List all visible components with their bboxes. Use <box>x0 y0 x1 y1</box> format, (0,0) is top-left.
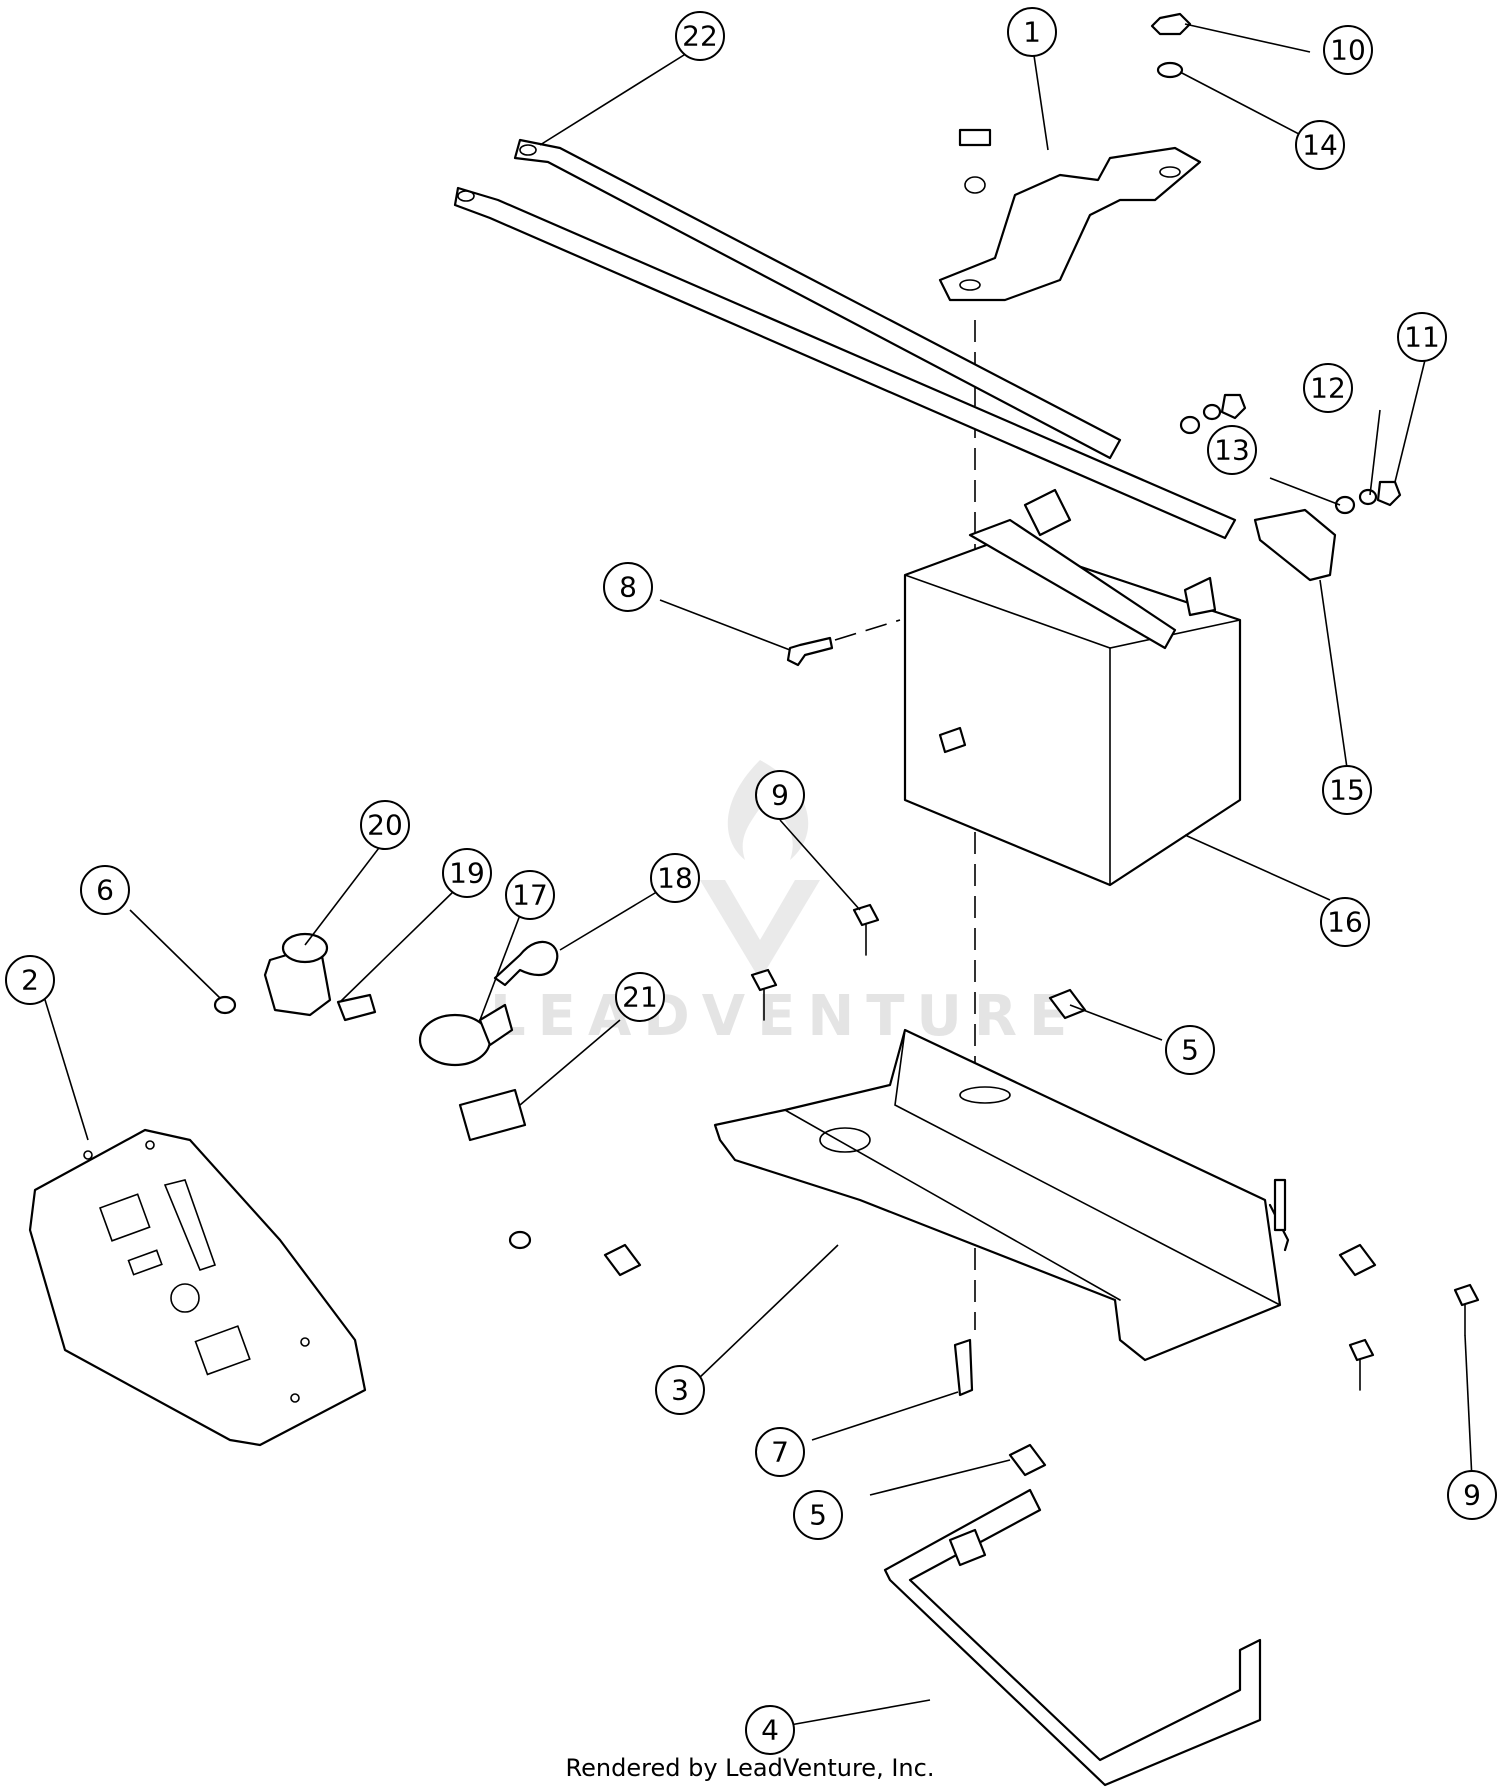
callouts: 1 2 3 4 5 5 6 7 8 9 9 10 11 12 13 14 15 … <box>5 7 1497 1755</box>
svg-text:3: 3 <box>671 1374 689 1407</box>
control-panel-plate <box>28 1128 367 1447</box>
terminal-bolt <box>786 636 834 667</box>
callout-6: 6 <box>80 865 130 915</box>
svg-text:22: 22 <box>682 20 718 53</box>
svg-text:6: 6 <box>96 874 114 907</box>
terminal-hardware <box>1179 393 1402 515</box>
watermark-logo: LEADVENTURE <box>490 760 1079 1049</box>
callout-1: 1 <box>1007 7 1057 57</box>
callout-22: 22 <box>675 11 725 61</box>
callout-5b: 5 <box>793 1490 843 1540</box>
svg-text:9: 9 <box>1463 1479 1481 1512</box>
svg-text:2: 2 <box>21 964 39 997</box>
battery-tray <box>713 1028 1290 1362</box>
callout-20: 20 <box>360 800 410 850</box>
callout-9b: 9 <box>1447 1470 1497 1520</box>
svg-text:20: 20 <box>367 809 403 842</box>
callout-7: 7 <box>755 1427 805 1477</box>
battery-hold-down-bracket <box>938 128 1202 302</box>
svg-text:10: 10 <box>1330 34 1366 67</box>
callout-21: 21 <box>615 972 665 1022</box>
svg-text:4: 4 <box>761 1714 779 1747</box>
svg-text:16: 16 <box>1327 906 1363 939</box>
callout-9a: 9 <box>755 770 805 820</box>
svg-text:19: 19 <box>449 857 485 890</box>
callout-18: 18 <box>650 853 700 903</box>
switches-and-key <box>213 932 559 1250</box>
svg-text:13: 13 <box>1214 434 1250 467</box>
svg-text:9: 9 <box>771 779 789 812</box>
svg-text:14: 14 <box>1302 129 1338 162</box>
battery-cables <box>453 138 1237 540</box>
callout-10: 10 <box>1323 25 1373 75</box>
callout-5a: 5 <box>1165 1025 1215 1075</box>
svg-text:21: 21 <box>622 981 658 1014</box>
lower-cover <box>883 1488 1262 1787</box>
svg-text:17: 17 <box>512 879 548 912</box>
svg-text:5: 5 <box>809 1499 827 1532</box>
terminal-cover <box>1253 508 1337 582</box>
svg-text:7: 7 <box>771 1436 789 1469</box>
watermark-text: LEADVENTURE <box>490 984 1079 1049</box>
battery <box>903 488 1242 887</box>
svg-text:1: 1 <box>1023 16 1041 49</box>
callout-8: 8 <box>603 562 653 612</box>
callout-17: 17 <box>505 870 555 920</box>
footer-credit: Rendered by LeadVenture, Inc. <box>565 1754 935 1782</box>
leader-lines <box>41 23 1473 1726</box>
mounting-hardware <box>603 903 1480 1477</box>
hardware-nut-washer-top <box>1150 12 1192 79</box>
svg-text:15: 15 <box>1329 774 1365 807</box>
callout-12: 12 <box>1303 363 1353 413</box>
callout-14: 14 <box>1295 120 1345 170</box>
callout-2: 2 <box>5 955 55 1005</box>
callout-16: 16 <box>1320 897 1370 947</box>
callout-3: 3 <box>655 1365 705 1415</box>
svg-text:11: 11 <box>1404 321 1440 354</box>
callout-11: 11 <box>1397 312 1447 362</box>
svg-text:18: 18 <box>657 862 693 895</box>
callout-4: 4 <box>745 1705 795 1755</box>
svg-text:12: 12 <box>1310 372 1346 405</box>
callout-13: 13 <box>1207 425 1257 475</box>
svg-text:8: 8 <box>619 571 637 604</box>
svg-text:5: 5 <box>1181 1034 1199 1067</box>
callout-19: 19 <box>442 848 492 898</box>
callout-15: 15 <box>1322 765 1372 815</box>
